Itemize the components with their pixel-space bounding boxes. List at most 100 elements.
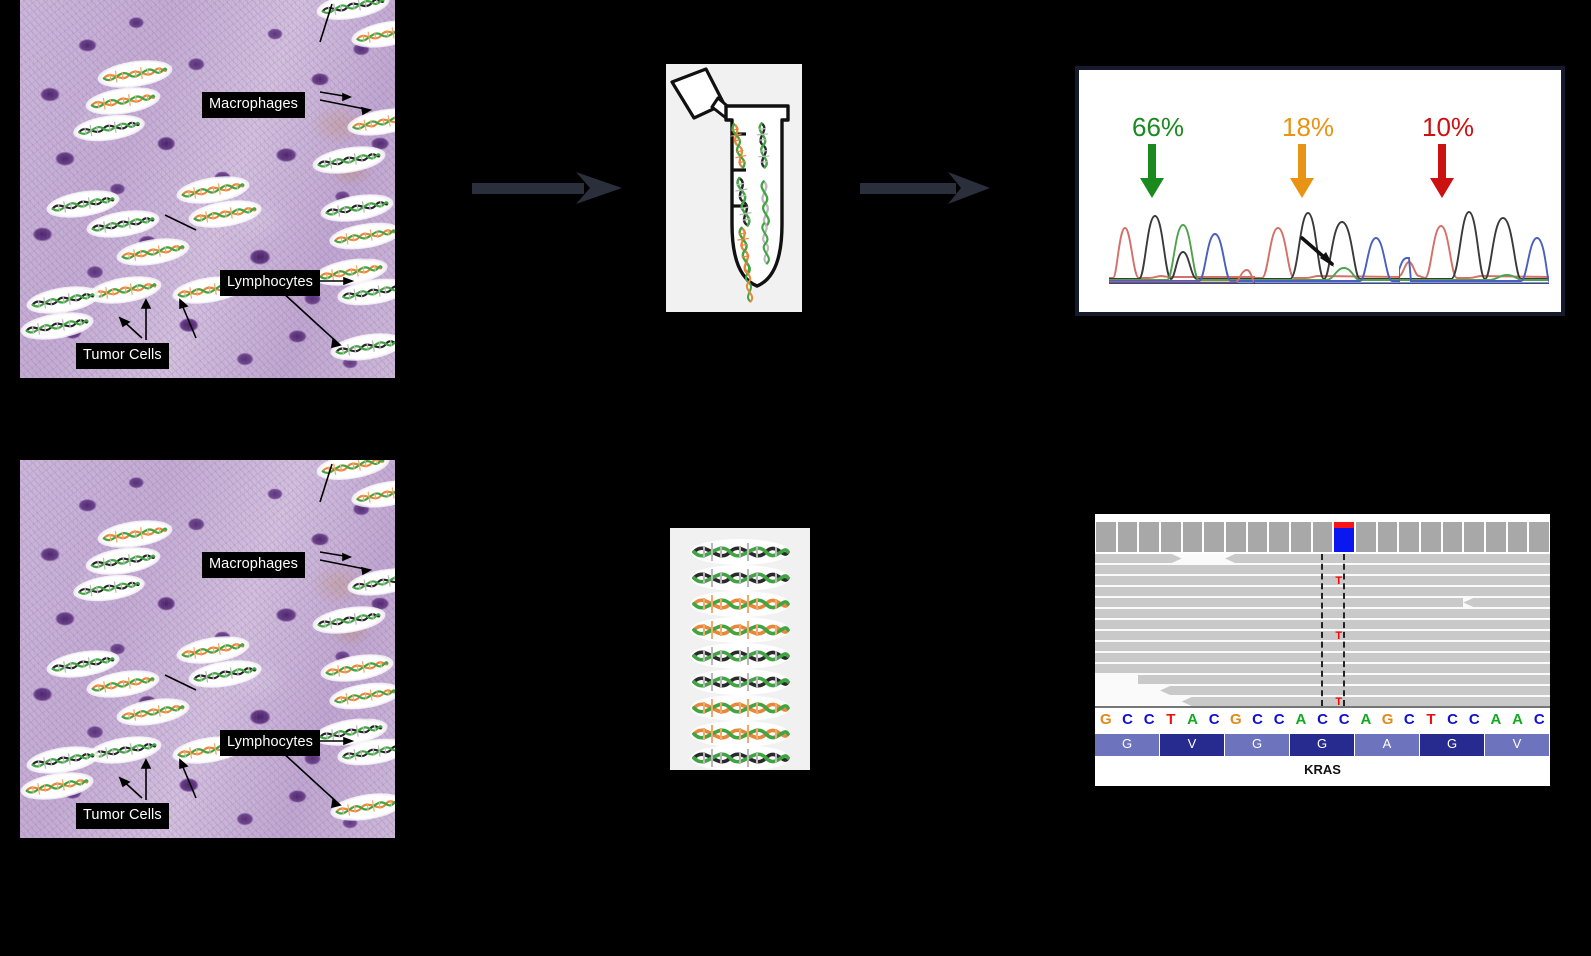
dna-helix-icon [353, 18, 395, 50]
read-mismatch-base: T [1335, 575, 1343, 587]
dna-helix-icon [22, 770, 91, 802]
dna-helix-icon [178, 174, 247, 206]
dna-strand-stack-panel [670, 528, 810, 773]
dna-helix-icon [353, 478, 395, 510]
dna-helix-icon [332, 791, 395, 823]
dna-helix-icon [339, 736, 395, 767]
histology-panel-top: Macrophages Lymphocytes Tumor Cells [20, 0, 395, 378]
coverage-bar [1117, 522, 1138, 552]
alignment-read[interactable] [1095, 554, 1182, 563]
sequence-base: C [1208, 711, 1220, 728]
sequence-base: C [1533, 711, 1545, 728]
coverage-bar [1529, 522, 1549, 552]
dna-helix-icon [314, 604, 383, 636]
dna-helix-icon [118, 236, 187, 268]
dna-helix-icon [339, 276, 395, 307]
label-macrophages: Macrophages [202, 552, 305, 578]
histology-panel-bottom: Macrophages Lymphocytes Tumor Cells [20, 460, 395, 838]
dna-helix-icon [332, 331, 395, 363]
dna-helix-icon [100, 58, 170, 89]
coverage-bar [1161, 522, 1181, 552]
eppendorf-tube-icon [670, 67, 790, 303]
coverage-bar [1442, 522, 1463, 552]
dna-helix-icon [190, 198, 259, 230]
dna-helix-icon [88, 545, 158, 576]
dna-helix-icon [100, 518, 170, 549]
coverage-bar [1486, 522, 1506, 552]
dna-helix-icon [22, 310, 91, 342]
alignment-read[interactable] [1181, 697, 1550, 706]
coverage-bar [1421, 522, 1441, 552]
dna-helix-icon [316, 716, 385, 748]
coverage-bar [1356, 522, 1376, 552]
alignment-read[interactable] [1095, 598, 1464, 607]
coverage-bar [1464, 522, 1484, 552]
dna-helix-icon [28, 744, 97, 776]
dna-helix-icon [322, 652, 391, 684]
allele-fraction-10: 10% [1422, 112, 1475, 142]
amino-acid-block: G [1290, 734, 1355, 756]
alignment-read[interactable] [1225, 554, 1550, 563]
alignment-read[interactable] [1463, 598, 1550, 607]
coverage-bar [1291, 522, 1311, 552]
down-arrow-green-icon [1140, 144, 1164, 198]
sanger-chromatogram-panel: 66% 18% 10% [1075, 66, 1565, 316]
dna-helix-icon [118, 696, 187, 728]
sequence-base: C [1122, 711, 1133, 728]
dna-helix-icon [318, 460, 387, 482]
label-tumor-cells: Tumor Cells [76, 343, 169, 369]
label-tumor-cells: Tumor Cells [76, 803, 169, 829]
dna-helix-icon [190, 658, 259, 690]
dna-helix-icon [331, 220, 395, 251]
alignment-read[interactable] [1311, 576, 1550, 585]
alignment-read[interactable] [1160, 686, 1550, 695]
dna-helix-icon [75, 113, 142, 143]
dna-helix-icon [48, 188, 117, 220]
dna-helix-icon [316, 256, 385, 288]
amino-acid-block: V [1160, 734, 1225, 756]
sequence-base: A [1360, 711, 1372, 728]
alignment-read[interactable] [1095, 576, 1312, 585]
coverage-track[interactable] [1095, 514, 1550, 552]
amino-acid-block: G [1225, 734, 1290, 756]
gene-name-label: KRAS [1095, 762, 1550, 782]
sequence-base: G [1230, 711, 1242, 728]
sequence-base: A [1512, 711, 1524, 728]
coverage-bar [1334, 522, 1354, 552]
read-mismatch-base: T [1335, 630, 1343, 642]
coverage-bar [1182, 522, 1203, 552]
amino-acid-block: G [1420, 734, 1485, 756]
sequence-base: C [1317, 711, 1328, 728]
coverage-bar [1139, 522, 1159, 552]
coverage-bar [1226, 522, 1246, 552]
sequence-base: C [1403, 711, 1415, 728]
flow-arrow-1 [472, 172, 622, 204]
coverage-bar [1507, 522, 1528, 552]
sequence-base: A [1295, 711, 1307, 728]
dna-helix-icon [314, 144, 383, 176]
variant-guide-left [1321, 554, 1323, 706]
label-macrophages: Macrophages [202, 92, 305, 118]
sequence-base: T [1166, 711, 1176, 728]
coverage-bar [1399, 522, 1419, 552]
amino-acid-block: G [1095, 734, 1160, 756]
down-arrow-orange-icon [1290, 144, 1314, 198]
coverage-bar [1377, 522, 1398, 552]
coverage-bar [1312, 522, 1333, 552]
dna-helix-icon [331, 680, 395, 711]
dna-helix-icon [28, 284, 97, 316]
dna-strand-stack-icon [688, 537, 792, 773]
track-divider [1095, 706, 1550, 708]
chromatogram-trace-18 [1254, 212, 1400, 284]
dna-helix-icon [90, 274, 159, 306]
sequence-base: C [1447, 711, 1458, 728]
coverage-bar [1096, 522, 1116, 552]
label-lymphocytes: Lymphocytes [220, 730, 320, 756]
sequence-base: C [1338, 711, 1350, 728]
dna-helix-icon [178, 634, 247, 666]
coverage-bar [1247, 522, 1268, 552]
